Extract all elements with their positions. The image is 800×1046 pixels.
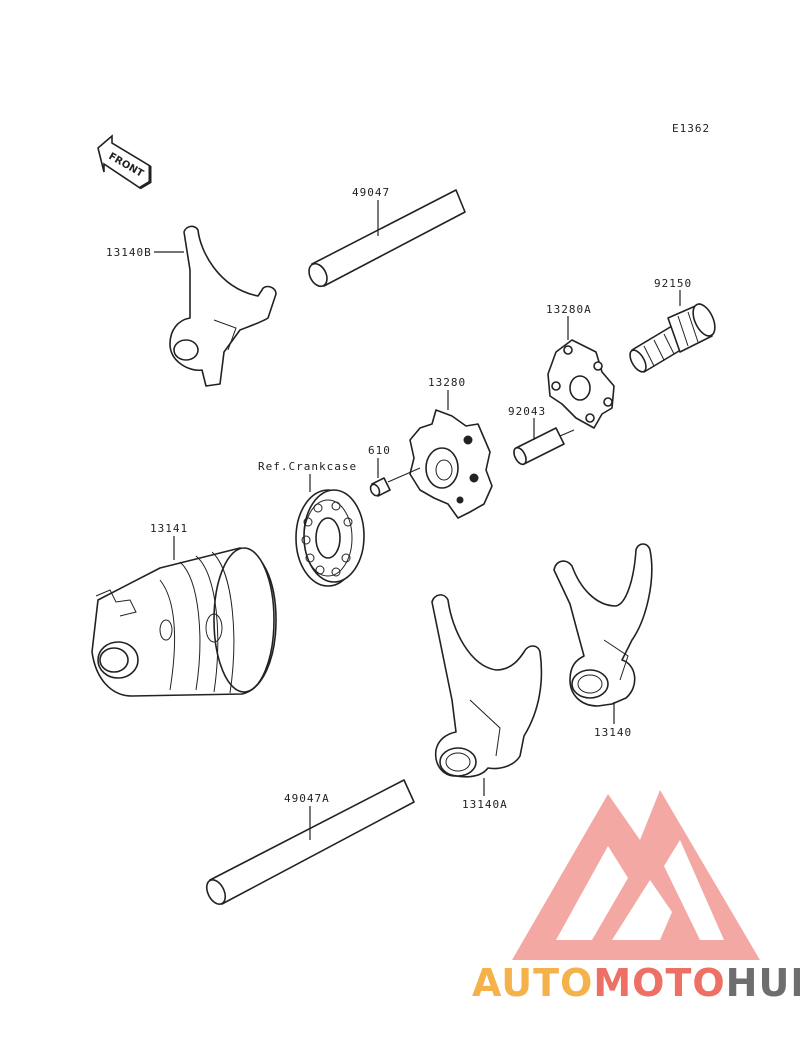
label-13140: 13140 [594,726,632,739]
shift-drum-13141 [92,548,276,696]
plate-13280A [548,340,614,428]
front-arrow-icon: FRONT [98,136,150,188]
label-ref-crankcase: Ref.Crankcase [258,460,357,473]
label-13280: 13280 [428,376,466,389]
watermark-auto: AUTO [472,961,593,1005]
label-610: 610 [368,444,391,457]
pin-92043 [511,428,574,466]
diagram-code: E1362 [672,122,710,135]
shaft-49047 [305,190,465,289]
shift-fork-13140B [170,226,276,386]
watermark-hub: HUB [726,961,800,1005]
star-13280 [410,410,492,518]
shift-fork-13140A [432,595,541,777]
label-13141: 13141 [150,522,188,535]
bolt-92150 [627,301,720,375]
watermark-logo [512,790,760,960]
label-13140B: 13140B [106,246,152,259]
label-49047: 49047 [352,186,390,199]
label-13140A: 13140A [462,798,508,811]
label-92150: 92150 [654,277,692,290]
label-13280A: 13280A [546,303,592,316]
watermark-moto: MOTO [593,961,725,1005]
bearing-crankcase [296,490,364,586]
label-49047A: 49047A [284,792,330,805]
label-92043: 92043 [508,405,546,418]
watermark-text: AUTOMOTOHUB [472,961,800,1005]
shift-fork-13140 [554,544,652,706]
